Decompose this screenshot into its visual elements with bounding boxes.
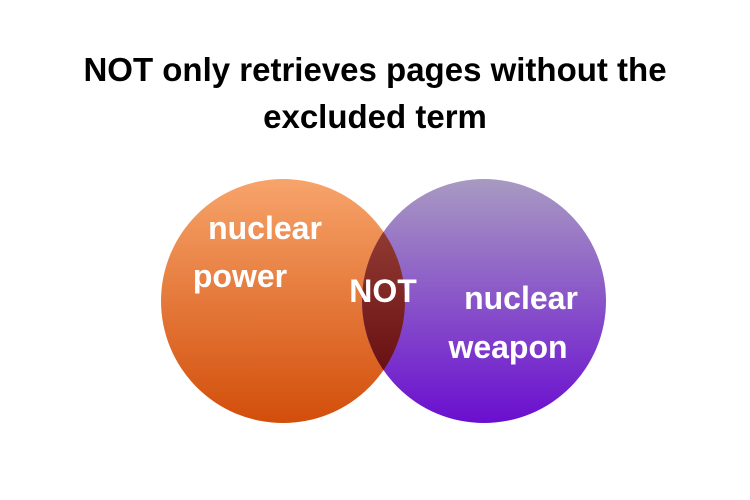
title-line-1: NOT only retrieves pages without the	[83, 51, 667, 88]
right-circle-label-line-1: nuclear	[464, 280, 578, 316]
right-circle-label-line-2: weapon	[447, 329, 567, 365]
venn-circle-nuclear-weapon	[362, 179, 606, 423]
left-circle-label-line-1: nuclear	[208, 210, 322, 246]
title-line-2: excluded term	[263, 98, 487, 135]
venn-circle-nuclear-power	[161, 179, 405, 423]
overlap-label: NOT	[349, 273, 417, 309]
left-circle-label-line-2: power	[193, 258, 287, 294]
diagram-title: NOT only retrieves pages without the exc…	[0, 46, 750, 140]
